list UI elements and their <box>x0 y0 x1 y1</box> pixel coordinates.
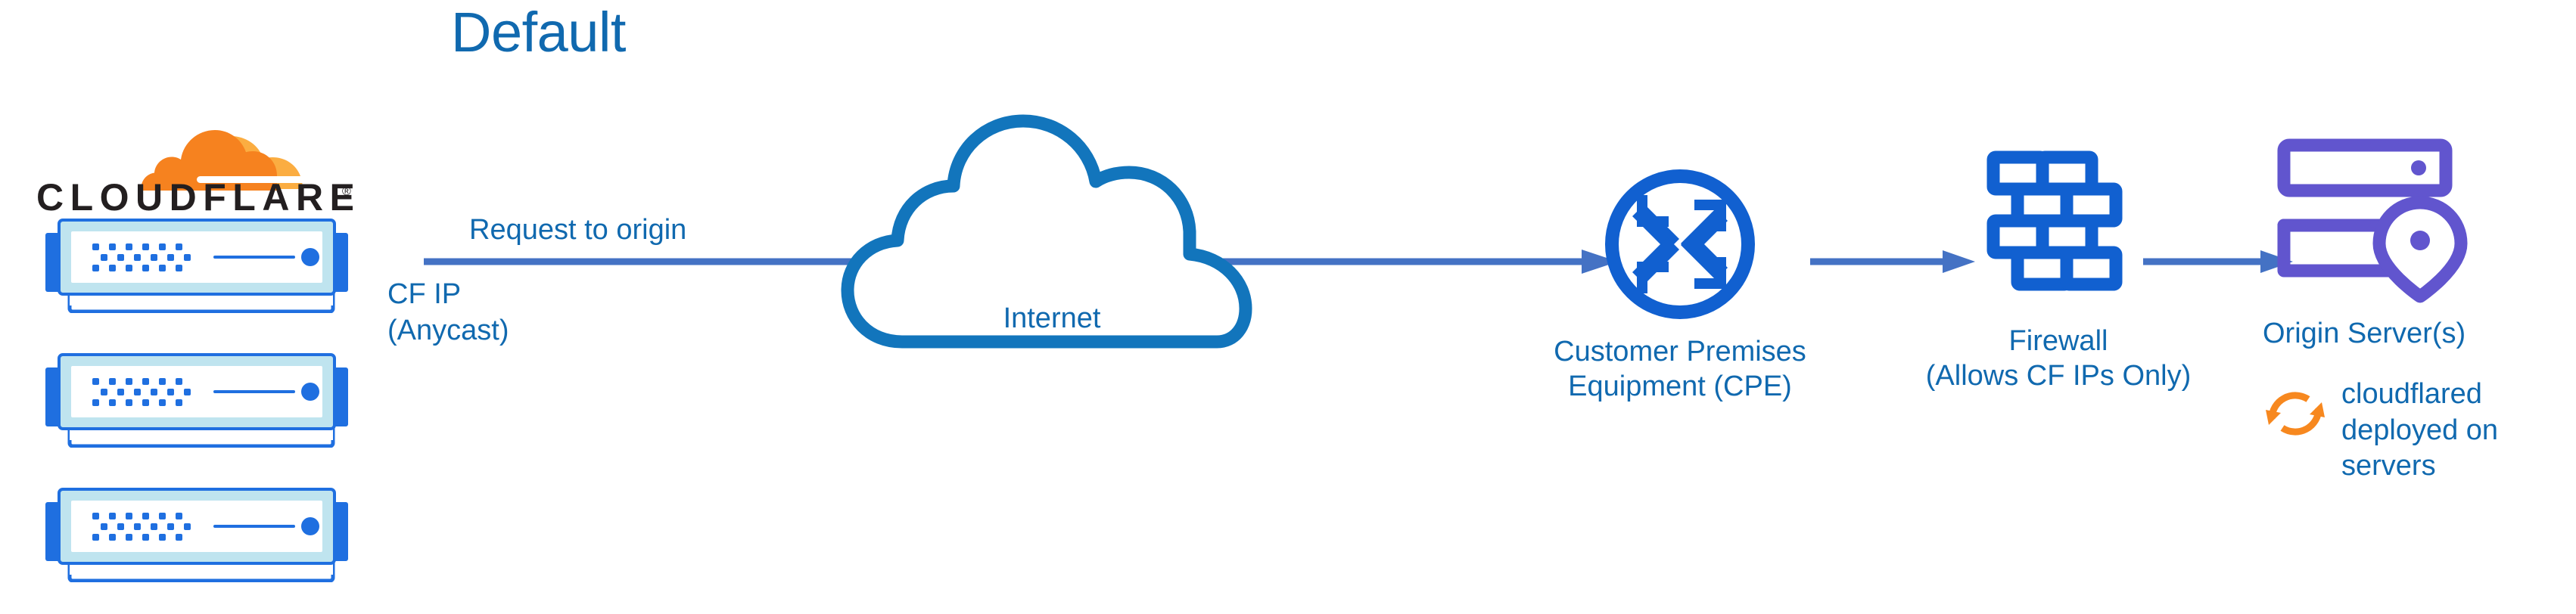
router-icon <box>1601 165 1759 324</box>
node-firewall-label: Firewall (Allows CF IPs Only) <box>1877 324 2240 394</box>
cloudflared-note-text: cloudflared deployed on servers <box>2341 378 2499 482</box>
brick-wall-icon <box>1984 150 2133 305</box>
cloudflare-wordmark: CLOUDFLARE ® <box>36 176 353 213</box>
node-origin-label-line-1: Origin Server(s) <box>2263 318 2466 349</box>
node-cpe: Customer Premises Equipment (CPE) <box>1498 165 1862 405</box>
cloudflare-edge-server-stack <box>26 218 368 605</box>
cloudflare-logo: CLOUDFLARE ® <box>36 113 353 213</box>
server-unit <box>26 487 368 582</box>
node-origin-label: Origin Server(s) <box>2263 316 2565 351</box>
arrow-cpe-to-firewall <box>1810 248 1977 275</box>
node-firewall: Firewall (Allows CF IPs Only) <box>1877 150 2240 394</box>
cloudflared-note: cloudflared deployed on servers <box>2261 377 2564 485</box>
cloud-outline-icon <box>832 106 1271 355</box>
server-unit <box>26 352 368 448</box>
arrow-firewall-to-origin <box>2143 248 2294 275</box>
cf-ip-line-1: CF IP <box>387 278 462 310</box>
node-firewall-label-line-1: Firewall <box>2008 325 2108 357</box>
sync-arrows-icon <box>2261 380 2329 448</box>
node-origin: Origin Server(s) <box>2248 136 2565 351</box>
node-cpe-label-line-1: Customer Premises <box>1554 336 1806 367</box>
cloudflare-cloud-mark <box>141 130 307 194</box>
internet-label: Internet <box>1003 302 1101 334</box>
server-unit <box>26 218 368 313</box>
node-cpe-label: Customer Premises Equipment (CPE) <box>1498 334 1862 405</box>
cf-ip-line-2: (Anycast) <box>387 314 509 346</box>
svg-text:®: ® <box>342 185 351 198</box>
node-firewall-label-line-2: (Allows CF IPs Only) <box>1925 360 2192 392</box>
svg-text:CLOUDFLARE: CLOUDFLARE <box>36 176 353 213</box>
request-to-origin-label: Request to origin <box>469 214 687 246</box>
server-rack-pin-icon <box>2276 136 2496 309</box>
node-cpe-label-line-2: Equipment (CPE) <box>1568 371 1792 403</box>
page-title: Default <box>451 1 626 64</box>
cf-ip-label: CF IP (Anycast) <box>387 277 509 349</box>
